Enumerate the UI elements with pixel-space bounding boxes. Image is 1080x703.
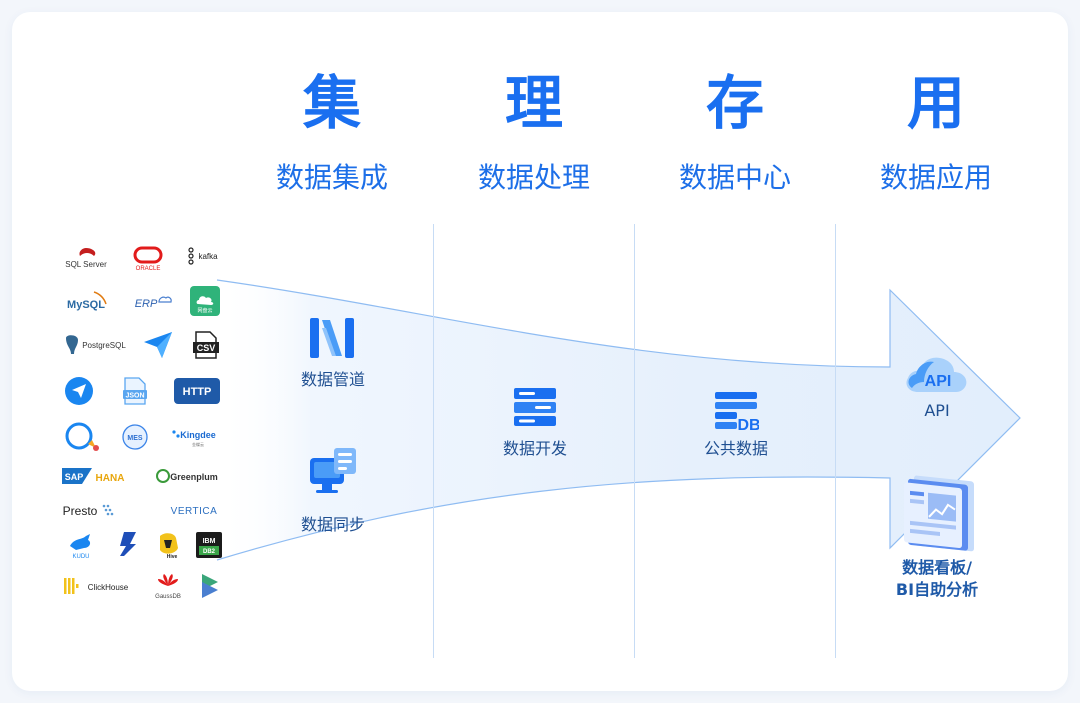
sqlserver-text: SQL Server	[65, 260, 107, 269]
sync-icon	[310, 448, 356, 493]
mes-logo: MES	[122, 424, 148, 450]
public-data-icon-text: DB	[737, 417, 759, 432]
feishu-logo	[65, 377, 93, 405]
divider-3	[835, 224, 836, 658]
bi-leaf-logo	[202, 574, 218, 598]
diagram-card: 集 数据集成 理 数据处理 存 数据中心 用 数据应用 数据管道 数据同步 数据…	[12, 12, 1068, 691]
ibm-db2-logo: IBM DB2	[196, 532, 222, 558]
data-dev-icon	[514, 388, 556, 426]
chat-logo	[65, 422, 99, 451]
divider-1	[433, 224, 434, 658]
mysql-text: MySQL	[67, 299, 105, 311]
hana-text: HANA	[96, 473, 125, 484]
stage-char-use: 用	[906, 69, 965, 137]
kingdee-text: Kingdee	[180, 430, 216, 440]
db2-text: DB2	[203, 549, 216, 555]
dashboard-icon	[904, 475, 974, 552]
kudu-text: KUDU	[72, 554, 89, 560]
stage-char-store: 存	[705, 69, 764, 137]
api-cloud-icon: API	[906, 357, 967, 392]
mes-text: MES	[127, 435, 143, 442]
divider-2	[634, 224, 635, 658]
api-label: API	[924, 401, 950, 420]
oracle-text: ORACLE	[136, 266, 161, 272]
kingdee-subtext: 金蝶云	[192, 441, 204, 447]
kafka-text: kafka	[198, 252, 218, 261]
greenplum-logo: Greenplum	[156, 469, 218, 483]
stage-title-center: 数据中心	[678, 161, 791, 194]
kudu-logo: KUDU	[70, 534, 91, 560]
pipeline-label: 数据管道	[300, 370, 365, 389]
sync-label: 数据同步	[300, 515, 365, 534]
paper-plane-logo	[144, 332, 172, 358]
flow-arrow-outline	[216, 279, 1021, 561]
csv-text: CSV	[197, 343, 216, 353]
presto-text: Presto	[63, 504, 98, 518]
clickhouse-text: ClickHouse	[88, 583, 129, 592]
kafka-logo: kafka	[188, 247, 218, 265]
gaussdb-text: GaussDB	[155, 594, 181, 600]
stage-char-process: 理	[504, 69, 563, 137]
hive-logo: Hive	[160, 533, 178, 560]
erp-logo: ERP	[135, 296, 172, 310]
erp-text: ERP	[135, 298, 158, 310]
pipeline-icon	[310, 318, 354, 358]
kingdee-logo: Kingdee 金蝶云	[172, 430, 216, 447]
stage-title-integration: 数据集成	[275, 161, 388, 194]
vertica-logo: VERTICA	[171, 506, 218, 517]
mysql-logo: MySQL	[67, 291, 107, 311]
oracle-logo: ORACLE	[133, 246, 163, 272]
sap-hana-logo: SAP HANA	[62, 468, 125, 484]
dashboard-label-line2: BI自助分析	[895, 580, 979, 599]
postgresql-logo: PostgreSQL	[66, 335, 126, 354]
gaussdb-logo: GaussDB	[155, 574, 181, 600]
http-text: HTTP	[183, 386, 212, 398]
flow-arrow	[216, 279, 1021, 561]
sqlserver-logo: SQL Server	[65, 248, 107, 269]
vertica-text: VERTICA	[171, 506, 218, 517]
flow-arrow-body	[217, 280, 1020, 560]
data-dev-label: 数据开发	[502, 439, 567, 458]
csv-file-logo: CSV	[193, 331, 219, 359]
public-data-icon: DB	[715, 392, 759, 432]
ibm-text: IBM	[203, 538, 216, 545]
stage-char-collect: 集	[302, 69, 361, 137]
json-text: JSON	[125, 393, 144, 400]
dashboard-label-line1: 数据看板/	[902, 558, 972, 577]
cloud-drive-text: 网盘云	[197, 307, 212, 314]
api-icon-text: API	[925, 373, 952, 390]
postgresql-text: PostgreSQL	[82, 341, 126, 350]
public-data-label: 公共数据	[703, 439, 768, 458]
sap-text: SAP	[65, 472, 84, 482]
json-file-logo: JSON	[123, 377, 147, 405]
bluebird-logo	[120, 532, 136, 556]
greenplum-text: Greenplum	[170, 472, 218, 482]
hive-text: Hive	[167, 554, 178, 560]
cloud-drive-logo: 网盘云	[190, 286, 220, 316]
presto-logo: Presto	[63, 504, 114, 518]
stage-title-processing: 数据处理	[477, 161, 590, 194]
stage-title-application: 数据应用	[879, 161, 992, 194]
clickhouse-logo: ClickHouse	[64, 578, 129, 594]
http-logo: HTTP	[174, 378, 220, 404]
